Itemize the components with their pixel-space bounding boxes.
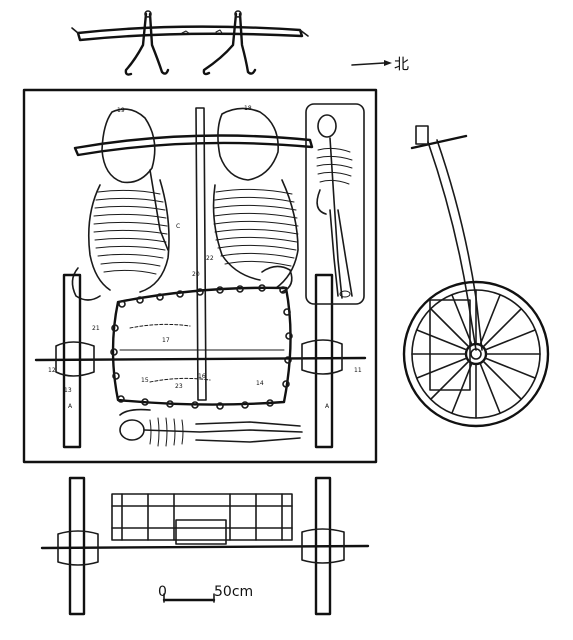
plan-axle — [34, 356, 367, 362]
side-elevation — [402, 125, 550, 428]
find-number: 11 — [354, 367, 362, 374]
find-numbers: 19 18 17 21 22 20 12 11 13 14 15 16 23 C… — [48, 105, 362, 410]
yoke-saddle-right-a — [202, 12, 238, 76]
rear-elevation — [40, 476, 370, 616]
find-number: 19 — [117, 107, 125, 114]
find-number: 21 — [92, 325, 100, 332]
find-number: 23 — [175, 383, 183, 390]
find-number: A — [325, 403, 330, 410]
plan-hub-right — [301, 339, 343, 375]
find-number: 18 — [244, 105, 252, 112]
find-number: 13 — [64, 387, 72, 394]
side-shaft-a — [427, 141, 477, 351]
rear-wheel-right — [314, 476, 332, 616]
human-skeleton-south — [119, 408, 303, 447]
plan-hub-left — [55, 341, 95, 377]
human-skeleton-coffin — [305, 103, 365, 305]
find-number: C — [176, 223, 180, 230]
rear-box — [111, 493, 293, 541]
find-number: 20 — [192, 271, 200, 278]
yoke-saddle-left-a — [124, 12, 148, 76]
horse-right-ribs — [213, 188, 299, 267]
yoke-top-view — [71, 10, 309, 76]
horse-skeleton-left — [71, 108, 170, 301]
scale-zero-label: 0 — [158, 584, 167, 600]
chariot-box — [110, 284, 293, 410]
plan-axle-wheels — [34, 273, 367, 449]
box-bead-chain — [110, 284, 293, 410]
rear-wheel-left — [68, 476, 86, 616]
side-yoke — [410, 134, 468, 150]
find-number: 22 — [206, 255, 214, 262]
find-number: A — [68, 403, 73, 410]
rear-hub-right — [301, 528, 345, 564]
horse-left-ribs — [93, 189, 168, 275]
rear-hub-left — [57, 530, 99, 566]
find-number: 15 — [141, 377, 149, 384]
find-number: 12 — [48, 367, 56, 374]
yoke-saddle-right-b — [238, 12, 257, 75]
skeleton-1-ribs — [316, 147, 353, 185]
north-arrow: 北 — [351, 55, 409, 73]
plan-yoke — [73, 134, 314, 157]
find-number: 14 — [256, 380, 264, 387]
skull-1 — [317, 114, 337, 138]
box-outline — [111, 286, 292, 406]
rear-box-rails — [111, 493, 293, 541]
scale-length-label: 50cm — [214, 584, 253, 600]
scale-bar: 0 50cm — [158, 584, 253, 603]
pit-plan: 19 18 17 21 22 20 12 11 13 14 15 16 23 C… — [22, 88, 378, 464]
plan-shaft — [195, 107, 207, 401]
horse-skeleton-right — [212, 107, 299, 293]
side-wheel-rim-outer — [402, 280, 550, 428]
plan-wheel-right — [314, 273, 334, 449]
yoke-beam — [76, 25, 304, 42]
yoke-saddle-left-b — [148, 12, 170, 75]
skeleton-2-ribs — [149, 417, 184, 447]
skull-2 — [119, 419, 145, 441]
plan-wheel-left — [62, 273, 82, 449]
coffin-outline — [305, 103, 365, 305]
side-box — [429, 299, 471, 391]
north-label: 北 — [394, 55, 409, 73]
rear-axle — [40, 544, 370, 550]
pit-outline — [22, 88, 378, 464]
find-number: 17 — [162, 337, 170, 344]
side-wheel-spokes — [411, 289, 541, 419]
find-number: 16 — [198, 373, 206, 380]
